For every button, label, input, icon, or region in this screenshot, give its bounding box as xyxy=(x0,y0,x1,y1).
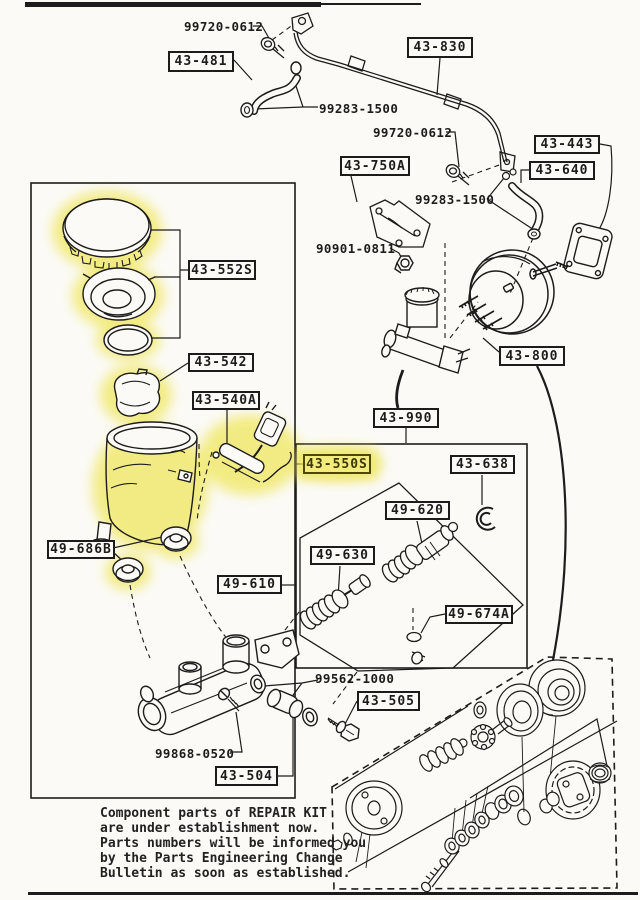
e-ring-43-638 xyxy=(475,506,496,531)
plug-49-674A xyxy=(406,631,426,665)
note-line-3: Parts numbers will be informed you xyxy=(100,836,367,851)
kit-valve-body xyxy=(470,717,513,751)
part-label-99283-1500-a: 99283-1500 xyxy=(319,100,399,116)
kit-small-ring xyxy=(473,701,487,719)
screw-99720-0612-b xyxy=(445,164,470,186)
part-label-43-750A: 43-750A xyxy=(340,156,410,176)
pipe-clamp xyxy=(347,55,366,72)
part-label-90901-0811: 90901-0811 xyxy=(316,240,396,256)
pipe-bracket xyxy=(291,12,314,35)
note-line-2: are under establishment now. xyxy=(100,821,320,836)
note-line-5: Bulletin as soon as established. xyxy=(100,866,351,881)
part-label-43-552S: 43-552S xyxy=(188,260,256,280)
kit-nut xyxy=(331,839,343,851)
kit-wavy-plate xyxy=(545,760,601,820)
master-cylinder-assy-43-990 xyxy=(381,287,471,374)
piston-49-620 xyxy=(381,521,459,583)
reservoir-port xyxy=(222,634,250,674)
repair-kit-parts xyxy=(331,659,618,893)
repair-kit-dashed-box xyxy=(331,656,618,890)
master-cylinder-43-504-group xyxy=(137,629,360,742)
part-label-43-830: 43-830 xyxy=(407,37,473,58)
part-label-43-505: 43-505 xyxy=(357,691,420,711)
baffle-43-542 xyxy=(113,368,161,417)
booster-43-800 xyxy=(458,249,569,335)
part-label-49-610: 49-610 xyxy=(217,575,282,594)
piston-49-630 xyxy=(299,574,371,630)
part-label-49-674A: 49-674A xyxy=(445,605,513,624)
page-borders xyxy=(25,2,638,895)
kit-pushrod xyxy=(420,847,460,893)
region-boxes xyxy=(30,182,618,890)
reservoir-region-box xyxy=(30,182,296,799)
kit-region-box xyxy=(295,443,528,669)
part-label-43-540A: 43-540A xyxy=(192,391,260,410)
kit-spring xyxy=(419,738,464,772)
part-label-99562-1000: 99562-1000 xyxy=(315,670,395,686)
grommet-49-686B-b xyxy=(112,557,144,583)
part-label-43-800: 43-800 xyxy=(499,346,565,366)
booster-clip xyxy=(502,282,515,293)
reservoir-body xyxy=(89,421,198,550)
kit-plane-hexagon xyxy=(299,482,524,672)
booster-studs xyxy=(458,295,503,331)
bracket-43-750A xyxy=(369,199,431,248)
part-label-43-542: 43-542 xyxy=(188,353,254,372)
part-label-43-550S: 43-550S xyxy=(303,454,371,474)
part-label-49-686B: 49-686B xyxy=(47,540,115,559)
part-label-43-481: 43-481 xyxy=(168,51,234,72)
kit-grommet xyxy=(588,762,612,784)
reservoir-parts-group xyxy=(62,198,292,583)
hose-43-640 xyxy=(501,168,544,240)
part-label-99720-0612-a: 99720-0612 xyxy=(184,18,264,34)
hose-clamp xyxy=(290,61,302,75)
part-label-49-620: 49-620 xyxy=(385,501,450,520)
bolt-43-505 xyxy=(327,717,360,742)
reservoir-cap-43-552S xyxy=(62,198,152,270)
note-line-1: Component parts of REPAIR KIT xyxy=(100,806,327,821)
hose-43-481 xyxy=(240,61,302,118)
hose-clamp-screw xyxy=(501,171,511,181)
fluid-level-sensor-43-540A xyxy=(212,401,292,483)
part-label-99283-1500-b: 99283-1500 xyxy=(415,191,495,207)
part-label-43-990: 43-990 xyxy=(373,408,439,428)
repair-kit-note: Component parts of REPAIR KIT are under … xyxy=(100,806,380,881)
kit-booster-shell xyxy=(345,780,403,869)
screw-99868-0520 xyxy=(217,687,240,712)
pipe-clamp xyxy=(443,93,462,110)
gasket-43-443 xyxy=(563,222,613,280)
reservoir-float-43-552S xyxy=(82,267,156,321)
kit-washer xyxy=(343,832,353,846)
kit-seal-pair xyxy=(517,791,560,826)
note-line-4: by the Parts Engineering Change xyxy=(100,851,343,866)
nut-90901-0811 xyxy=(394,255,414,274)
booster-pushrod xyxy=(529,261,569,280)
kit-49-610-parts xyxy=(299,506,496,665)
part-label-99868-0520: 99868-0520 xyxy=(155,745,235,761)
union-43-504 xyxy=(266,688,304,719)
reservoir-port xyxy=(178,661,202,695)
screw-99720-0612-a xyxy=(260,37,285,59)
hose-clamp xyxy=(240,102,254,118)
grommet-49-686B-a xyxy=(160,526,192,552)
reservoir-oring-43-552S xyxy=(103,324,153,356)
part-label-43-638: 43-638 xyxy=(450,455,515,474)
part-label-49-630: 49-630 xyxy=(310,546,375,565)
kit-washers xyxy=(444,785,524,855)
leader-lines xyxy=(112,25,613,777)
part-label-43-504: 43-504 xyxy=(215,766,278,786)
part-label-43-640: 43-640 xyxy=(529,161,595,180)
part-label-43-443: 43-443 xyxy=(534,135,600,154)
part-label-99720-0612-b: 99720-0612 xyxy=(373,124,453,140)
pipe-43-830 xyxy=(291,12,516,173)
hose-clamp xyxy=(527,228,541,240)
